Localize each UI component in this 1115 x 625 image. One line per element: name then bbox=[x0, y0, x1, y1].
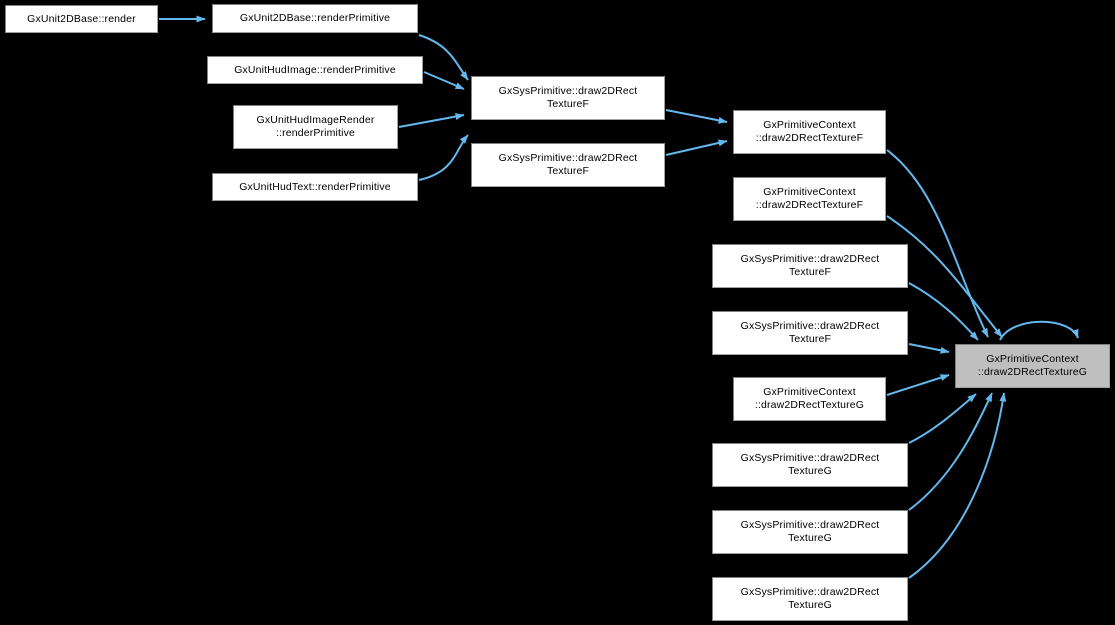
node-gxsysprimitive-draw2drecttextureg-1[interactable]: GxSysPrimitive::draw2DRect TextureG bbox=[712, 443, 908, 487]
edge-n10-n15 bbox=[908, 343, 950, 354]
node-label: GxUnitHudImageRender ::renderPrimitive bbox=[256, 114, 375, 139]
edge-n9-n15 bbox=[908, 282, 979, 341]
node-gxsysprimitive-draw2drecttexturef-4[interactable]: GxSysPrimitive::draw2DRect TextureF bbox=[712, 311, 908, 355]
node-gxsysprimitive-draw2drecttexturef-1[interactable]: GxSysPrimitive::draw2DRect TextureF bbox=[471, 76, 665, 120]
node-gxunithudimage-renderprimitive[interactable]: GxUnitHudImage::renderPrimitive bbox=[207, 56, 423, 84]
edge-n13-n15 bbox=[908, 392, 993, 511]
edge-n3-n5 bbox=[398, 113, 465, 128]
edge-n4-n5 bbox=[418, 134, 469, 181]
node-label: GxSysPrimitive::draw2DRect TextureF bbox=[498, 85, 638, 110]
node-label: GxSysPrimitive::draw2DRect TextureG bbox=[740, 519, 880, 544]
node-gxunithudimagerender-renderprimitive[interactable]: GxUnitHudImageRender ::renderPrimitive bbox=[233, 105, 398, 149]
node-gxprimitivecontext-draw2drecttexturef-1[interactable]: GxPrimitiveContext ::draw2DRectTextureF bbox=[733, 110, 886, 154]
node-gxunithudtext-renderprimitive[interactable]: GxUnitHudText::renderPrimitive bbox=[212, 173, 418, 201]
node-label: GxUnit2DBase::render bbox=[27, 12, 136, 25]
edge-n6-n7 bbox=[665, 139, 728, 156]
node-label: GxUnit2DBase::renderPrimitive bbox=[239, 12, 391, 24]
node-label: GxPrimitiveContext ::draw2DRectTextureF bbox=[755, 186, 864, 211]
node-gxsysprimitive-draw2drecttexturef-2[interactable]: GxSysPrimitive::draw2DRect TextureF bbox=[471, 143, 665, 187]
node-gxunit2dbase-render[interactable]: GxUnit2DBase::render bbox=[5, 5, 158, 33]
node-gxprimitivecontext-draw2drecttextureg-1[interactable]: GxPrimitiveContext ::draw2DRectTextureG bbox=[733, 377, 886, 421]
node-gxunit2dbase-renderprimitive[interactable]: GxUnit2DBase::renderPrimitive bbox=[212, 4, 418, 33]
edge-n14-n15 bbox=[908, 392, 1007, 579]
edge-n1-n5 bbox=[418, 34, 469, 81]
node-label: GxPrimitiveContext ::draw2DRectTextureG bbox=[754, 386, 865, 411]
edge-n5-n7 bbox=[665, 109, 728, 124]
node-label: GxSysPrimitive::draw2DRect TextureF bbox=[498, 152, 638, 177]
node-gxprimitivecontext-draw2drecttexturef-2[interactable]: GxPrimitiveContext ::draw2DRectTextureF bbox=[733, 177, 886, 221]
edge-n2-n5 bbox=[423, 71, 465, 90]
node-label: GxSysPrimitive::draw2DRect TextureF bbox=[740, 253, 880, 278]
node-gxsysprimitive-draw2drecttextureg-3[interactable]: GxSysPrimitive::draw2DRect TextureG bbox=[712, 577, 908, 621]
node-gxsysprimitive-draw2drecttextureg-2[interactable]: GxSysPrimitive::draw2DRect TextureG bbox=[712, 510, 908, 554]
node-gxsysprimitive-draw2drecttexturef-3[interactable]: GxSysPrimitive::draw2DRect TextureF bbox=[712, 244, 908, 288]
node-label: GxPrimitiveContext ::draw2DRectTextureF bbox=[755, 119, 864, 144]
edge-n11-n15 bbox=[886, 374, 950, 396]
node-label: GxUnitHudImage::renderPrimitive bbox=[234, 63, 396, 76]
node-label: GxSysPrimitive::draw2DRect TextureF bbox=[740, 320, 880, 345]
edge-n15-n15-self-loop bbox=[999, 320, 1079, 341]
node-label: GxPrimitiveContext ::draw2DRectTextureG bbox=[977, 353, 1088, 378]
node-gxprimitivecontext-draw2drecttextureg-target[interactable]: GxPrimitiveContext ::draw2DRectTextureG bbox=[955, 344, 1110, 388]
edge-n12-n15 bbox=[908, 393, 977, 444]
node-label: GxSysPrimitive::draw2DRect TextureG bbox=[740, 586, 880, 611]
node-label: GxSysPrimitive::draw2DRect TextureG bbox=[740, 452, 880, 477]
node-label: GxUnitHudText::renderPrimitive bbox=[239, 180, 391, 193]
